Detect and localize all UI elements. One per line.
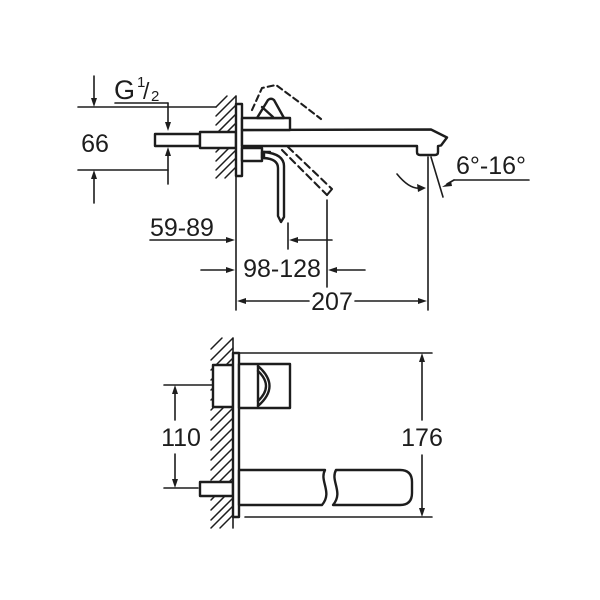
dimension-plate-height: 66 bbox=[77, 75, 217, 204]
dim-66-label: 66 bbox=[81, 130, 109, 158]
handle-lever-closed bbox=[262, 150, 286, 224]
dim-176-label: 176 bbox=[401, 424, 443, 452]
dim-59-89-label: 59-89 bbox=[150, 214, 214, 242]
dim-98-128-label: 98-128 bbox=[243, 255, 321, 283]
handle-front bbox=[237, 362, 292, 410]
dim-110-label: 110 bbox=[161, 424, 201, 452]
supply-pipe-side bbox=[153, 130, 238, 150]
dim-angle-label: 6°-16° bbox=[456, 152, 526, 180]
side-view-drawing: G 1 / 2 66 59-89 bbox=[77, 74, 530, 316]
spout-front bbox=[237, 468, 414, 507]
front-view-drawing: 110 176 bbox=[161, 337, 443, 529]
dimension-thread: G 1 / 2 bbox=[114, 74, 171, 185]
dimension-110: 110 bbox=[161, 384, 213, 489]
dimension-59-89: 59-89 bbox=[149, 214, 333, 250]
dim-207-label: 207 bbox=[311, 288, 353, 316]
thread-label: G 1 / 2 bbox=[114, 74, 159, 105]
dimension-207: 207 bbox=[237, 156, 429, 316]
spout-side bbox=[240, 128, 449, 157]
dimension-176: 176 bbox=[239, 352, 443, 518]
dimension-spray-angle: 6°-16° bbox=[396, 152, 530, 198]
wall-plate-front bbox=[231, 351, 241, 519]
dimension-98-128: 98-128 bbox=[200, 199, 366, 288]
handle-rear-body-front bbox=[211, 363, 235, 409]
supply-pipe-front bbox=[198, 480, 235, 498]
handle-lever-open-dashed bbox=[250, 83, 334, 197]
